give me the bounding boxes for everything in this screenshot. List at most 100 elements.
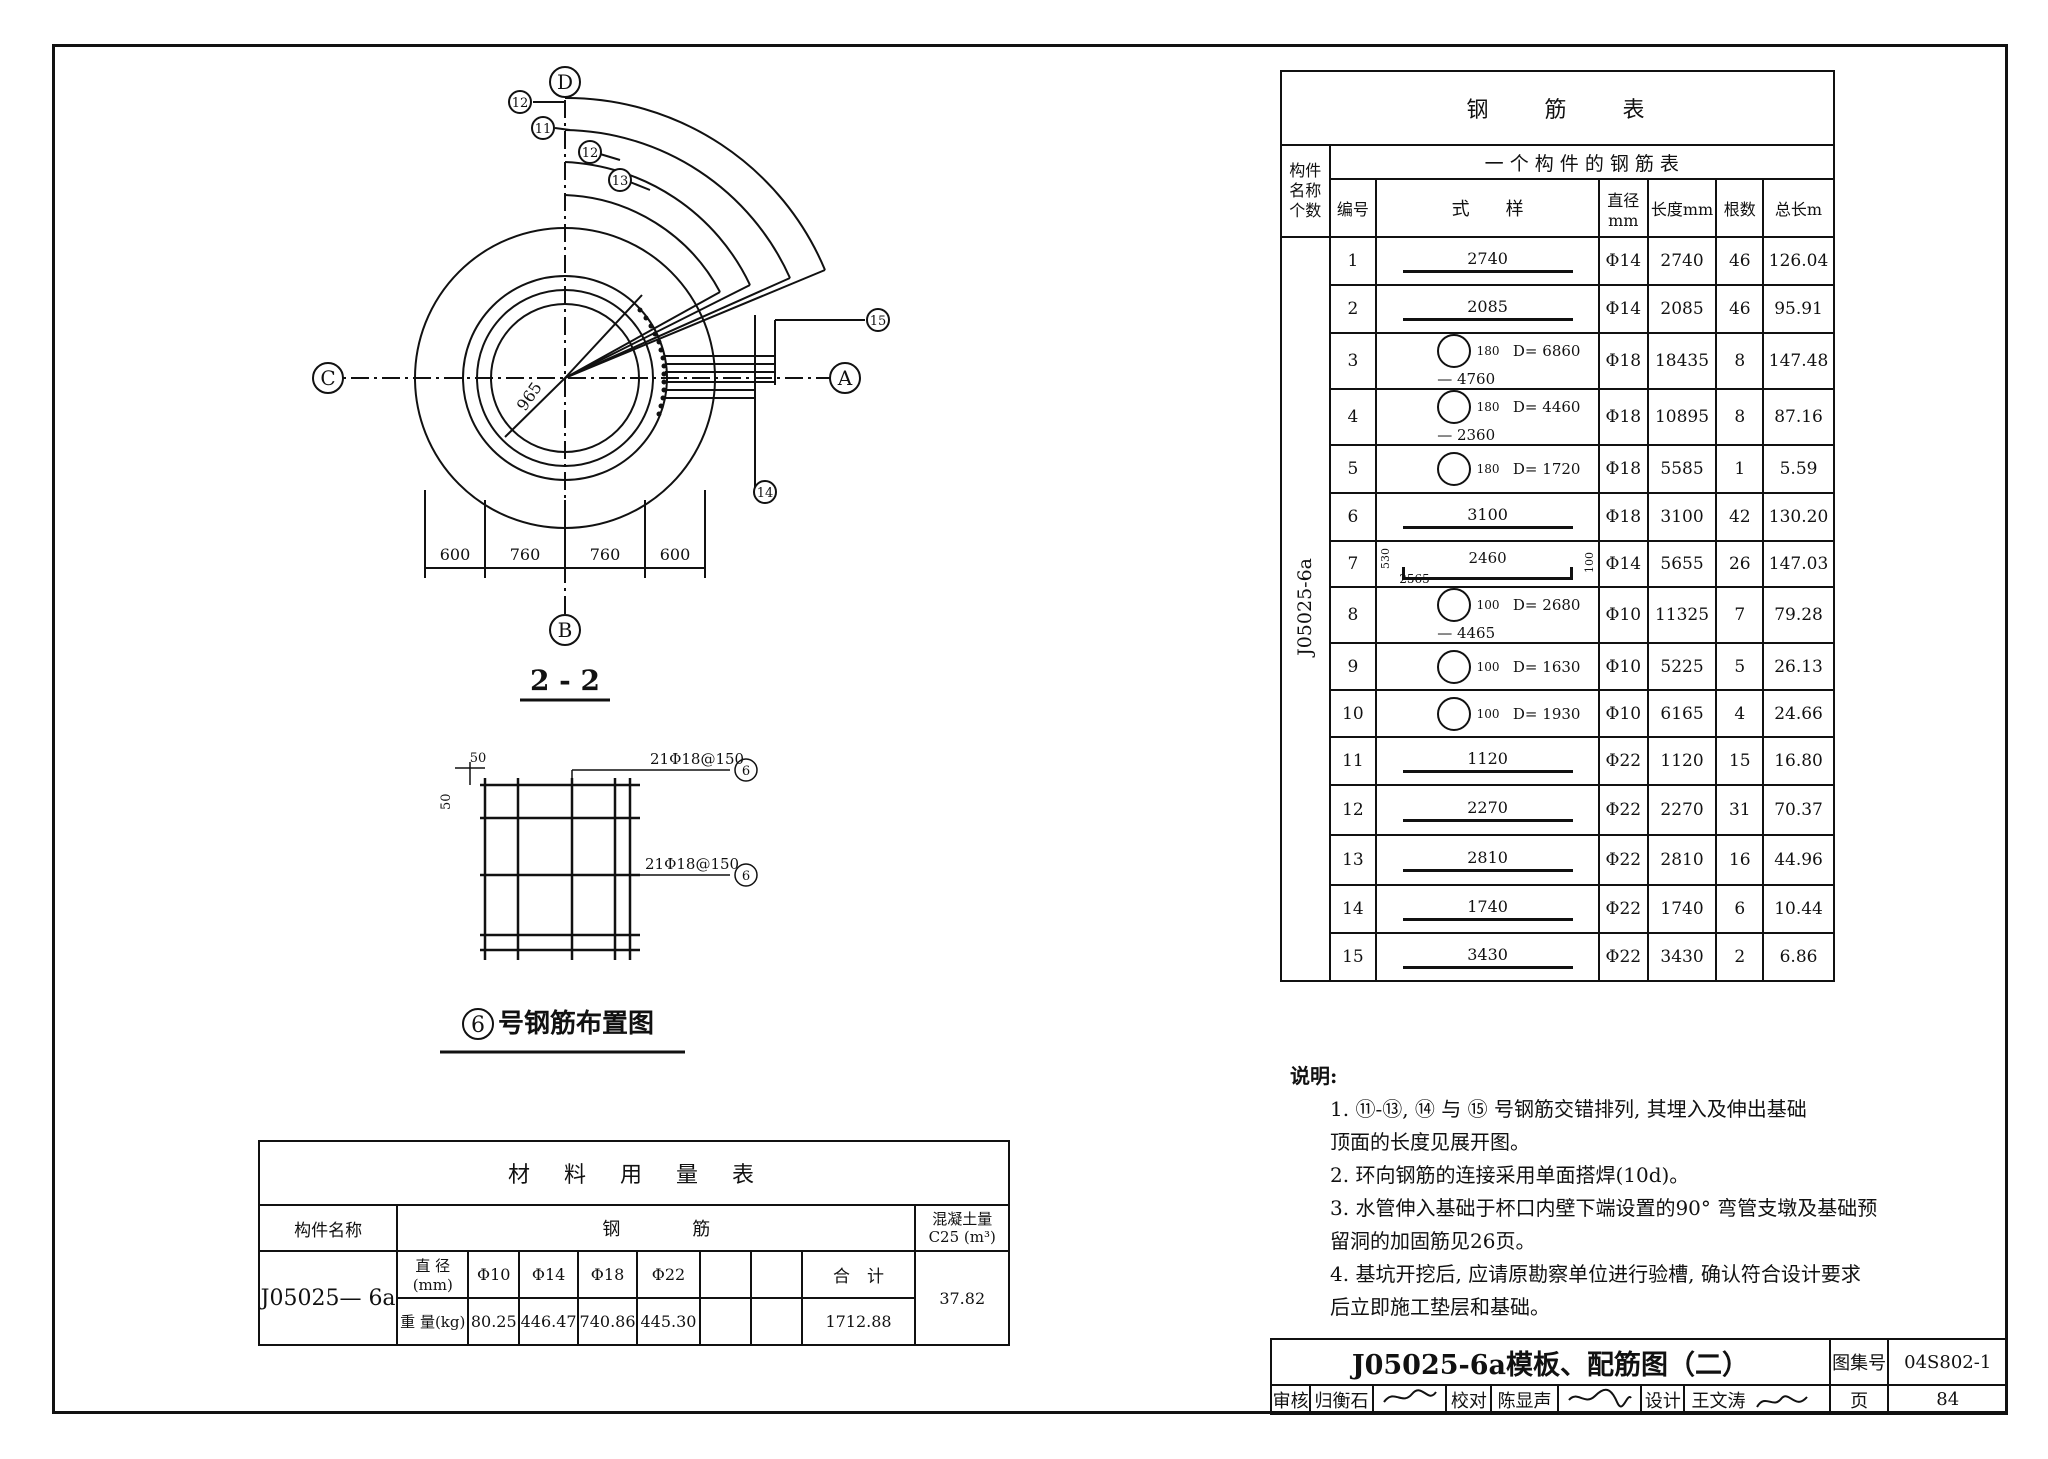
row9-dia: Φ10: [1598, 642, 1649, 691]
hook-100: 100: [1476, 659, 1500, 674]
col-count: 根数: [1715, 178, 1765, 238]
section-title: 2 - 2: [530, 664, 600, 697]
row13-shape: 2810: [1375, 834, 1600, 886]
row15-len: 3430: [1646, 932, 1718, 982]
hook-100: 100: [1476, 598, 1500, 612]
mat-wt-3: 740.86: [577, 1297, 638, 1346]
mat-dia-4: Φ22: [636, 1250, 701, 1299]
ref-6-top: 6: [742, 764, 750, 779]
row11-shape: 1120: [1375, 736, 1600, 786]
row4-shape-label: D= 4460 — 2360: [1437, 398, 1581, 444]
row8-count: 7: [1715, 586, 1765, 644]
row7-dia: Φ14: [1598, 540, 1649, 588]
row12-count: 31: [1715, 784, 1765, 836]
row15-shape-label: 3430: [1467, 945, 1508, 964]
reviewer-signature: [1371, 1384, 1448, 1415]
row8-shape: 100 D= 2680 — 4465: [1375, 586, 1600, 644]
axis-c-label: C: [320, 366, 335, 390]
material-table: 材 料 用 量 表 构件名称 钢 筋 混凝土量 C25 (m³) J05025—…: [257, 1140, 1010, 1346]
row7-no: 7: [1328, 540, 1378, 588]
note-2: 2. 环向钢筋的连接采用单面搭焊(10d)。: [1330, 1163, 1690, 1187]
dim-600-left: 600: [440, 545, 471, 564]
hook-100: 100: [1476, 706, 1500, 721]
ring-icon: [1437, 696, 1472, 731]
row8-total: 79.28: [1762, 586, 1835, 644]
note-3-cont: 留洞的加固筋见26页。: [1330, 1229, 1536, 1253]
mat-dia-1: Φ10: [467, 1250, 521, 1299]
row8-shape-label: D= 2680 — 4465: [1437, 596, 1581, 642]
check-label: 校对: [1445, 1384, 1493, 1415]
rebar6-title: 号钢筋布置图: [498, 1008, 654, 1039]
row5-no: 5: [1328, 444, 1378, 494]
row3-len: 18435: [1646, 332, 1718, 390]
row7-shape: 530 2460 2565 100: [1375, 540, 1600, 588]
dim-50-left: 50: [439, 793, 454, 810]
row5-shape-label: D= 1720: [1512, 460, 1581, 478]
note-4-cont: 后立即施工垫层和基础。: [1330, 1295, 1550, 1319]
row14-shape-label: 1740: [1467, 897, 1508, 916]
row7-len: 5655: [1646, 540, 1718, 588]
callout-13: 13: [612, 174, 629, 189]
row14-count: 6: [1715, 884, 1765, 934]
radius-dim: 965: [513, 378, 546, 414]
row12-len: 2270: [1646, 784, 1718, 836]
mat-concrete: 37.82: [914, 1250, 1010, 1346]
mat-col-concrete: 混凝土量 C25 (m³): [914, 1204, 1010, 1252]
row2-total: 95.91: [1762, 284, 1835, 334]
rebar6-label-mid: 21Φ18@150: [645, 855, 739, 873]
dim-600-right: 600: [660, 545, 691, 564]
axis-bubble-c: [312, 362, 344, 394]
callout-12b: 12: [582, 146, 599, 161]
ring-icon: [1437, 390, 1472, 424]
row5-len: 5585: [1646, 444, 1718, 494]
mat-wt-6: [749, 1297, 803, 1346]
row12-shape-label: 2270: [1467, 798, 1508, 817]
row9-shape-label: D= 1630: [1512, 657, 1581, 676]
row13-shape-label: 2810: [1467, 848, 1508, 867]
row8-dia: Φ10: [1598, 586, 1649, 644]
callout-12a: 12: [512, 96, 529, 111]
col-shape: 式 样: [1375, 178, 1600, 238]
row3-shape: 180 D= 6860 — 4760: [1375, 332, 1600, 390]
row13-dia: Φ22: [1598, 834, 1649, 886]
row10-dia: Φ10: [1598, 689, 1649, 738]
rebar-subtitle: 一 个 构 件 的 钢 筋 表: [1328, 144, 1836, 180]
col-total: 总长m: [1762, 178, 1835, 238]
axis-bubble-a: [829, 362, 861, 394]
row9-len: 5225: [1646, 642, 1718, 691]
mat-dia-5: [699, 1250, 752, 1299]
notes: 说明: 1. ⑪-⑬, ⑭ 与 ⑮ 号钢筋交错排列, 其埋入及伸出基础 顶面的长…: [1290, 1060, 1910, 1324]
col-dia: 直径mm: [1598, 178, 1649, 238]
row5-total: 5.59: [1762, 444, 1835, 494]
mat-dia-3: Φ18: [577, 1250, 638, 1299]
row15-total: 6.86: [1762, 932, 1835, 982]
dim-760-left: 760: [510, 545, 541, 564]
row14-no: 14: [1328, 884, 1378, 934]
row1-shape: 2740: [1375, 236, 1600, 286]
row10-len: 6165: [1646, 689, 1718, 738]
ring-icon: [1437, 334, 1472, 368]
row3-count: 8: [1715, 332, 1765, 390]
r7-left: 530: [1379, 548, 1393, 569]
row1-shape-label: 2740: [1467, 249, 1508, 268]
mat-wt-2: 446.47: [518, 1297, 580, 1346]
row6-len: 3100: [1646, 492, 1718, 542]
checker: 陈显声: [1490, 1384, 1559, 1415]
mat-dia-total: 合 计: [800, 1250, 917, 1299]
row1-dia: Φ14: [1598, 236, 1649, 286]
row11-no: 11: [1328, 736, 1378, 786]
checker-signature: [1556, 1384, 1643, 1415]
row2-count: 46: [1715, 284, 1765, 334]
mat-dia-label: 直 径(mm): [396, 1250, 470, 1299]
row10-shape: 100 D= 1930: [1375, 689, 1600, 738]
mat-wt-label: 重 量(kg): [396, 1297, 470, 1346]
row12-shape: 2270: [1375, 784, 1600, 836]
row13-total: 44.96: [1762, 834, 1835, 886]
row4-no: 4: [1328, 388, 1378, 446]
row7-count: 26: [1715, 540, 1765, 588]
row1-no: 1: [1328, 236, 1378, 286]
row14-len: 1740: [1646, 884, 1718, 934]
row11-len: 1120: [1646, 736, 1718, 786]
row2-shape: 2085: [1375, 284, 1600, 334]
row6-total: 130.20: [1762, 492, 1835, 542]
